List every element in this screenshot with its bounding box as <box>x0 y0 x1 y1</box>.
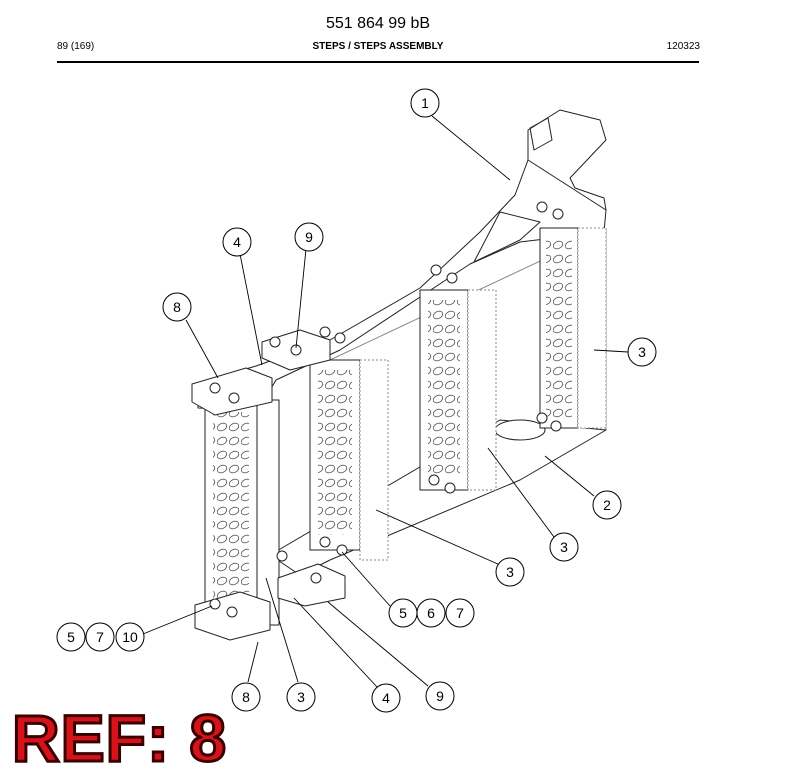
callout-label: 8 <box>242 689 250 705</box>
callout-bubble: 3 <box>495 557 525 587</box>
callout-bubble: 3 <box>286 682 316 712</box>
callout-label: 9 <box>436 688 444 704</box>
callout-bubble: 9 <box>425 681 455 711</box>
date-code: 120323 <box>666 41 700 52</box>
callout-bubble: 4 <box>222 227 252 257</box>
callout-label: 3 <box>560 539 568 555</box>
callout-bubble: 3 <box>549 532 579 562</box>
callout-bubble: 2 <box>592 490 622 520</box>
callout-bubble: 1 <box>410 88 440 118</box>
callout-bubble: 4 <box>371 683 401 713</box>
callout-bubble: 5 <box>388 598 418 628</box>
callout-bubble: 7 <box>445 598 475 628</box>
rail-slot <box>473 211 541 263</box>
callout-bubble: 10 <box>115 622 145 652</box>
callout-label: 6 <box>427 605 435 621</box>
callout-label: 7 <box>456 605 464 621</box>
callout-label: 3 <box>297 689 305 705</box>
callout-label: 5 <box>67 629 75 645</box>
callout-bubble: 8 <box>162 292 192 322</box>
callout-label: 1 <box>421 95 429 111</box>
callout-bubble: 5 <box>56 622 86 652</box>
callout-bubble: 7 <box>85 622 115 652</box>
callout-label: 3 <box>638 344 646 360</box>
callout-bubble: 9 <box>294 222 324 252</box>
page-number: 89 (169) <box>57 41 95 52</box>
leader-lines <box>142 115 629 689</box>
callout-label: 7 <box>96 629 104 645</box>
callouts: 1 4 9 8 3 2 3 3 5 6 7 5 7 10 8 3 4 9 <box>56 88 657 713</box>
callout-label: 2 <box>603 497 611 513</box>
clamp-plate-top <box>191 367 273 416</box>
callout-label: 4 <box>382 690 390 706</box>
section-title: STEPS / STEPS ASSEMBLY <box>312 41 444 52</box>
callout-bubble: 8 <box>231 682 261 712</box>
callout-label: 3 <box>506 564 514 580</box>
callout-bubble: 6 <box>416 598 446 628</box>
callout-label: 10 <box>122 629 138 645</box>
callout-bubble: 3 <box>627 337 657 367</box>
callout-label: 4 <box>233 234 241 250</box>
callout-label: 9 <box>305 229 313 245</box>
bracket-eye <box>529 117 553 151</box>
callout-label: 5 <box>399 605 407 621</box>
bolts <box>209 201 564 618</box>
ref-label: REF: 8 <box>10 701 228 775</box>
clamp-plate-bottom <box>277 563 346 607</box>
header-rule <box>57 61 699 63</box>
callout-label: 8 <box>173 299 181 315</box>
document-number: 551 864 99 bB <box>325 15 431 32</box>
